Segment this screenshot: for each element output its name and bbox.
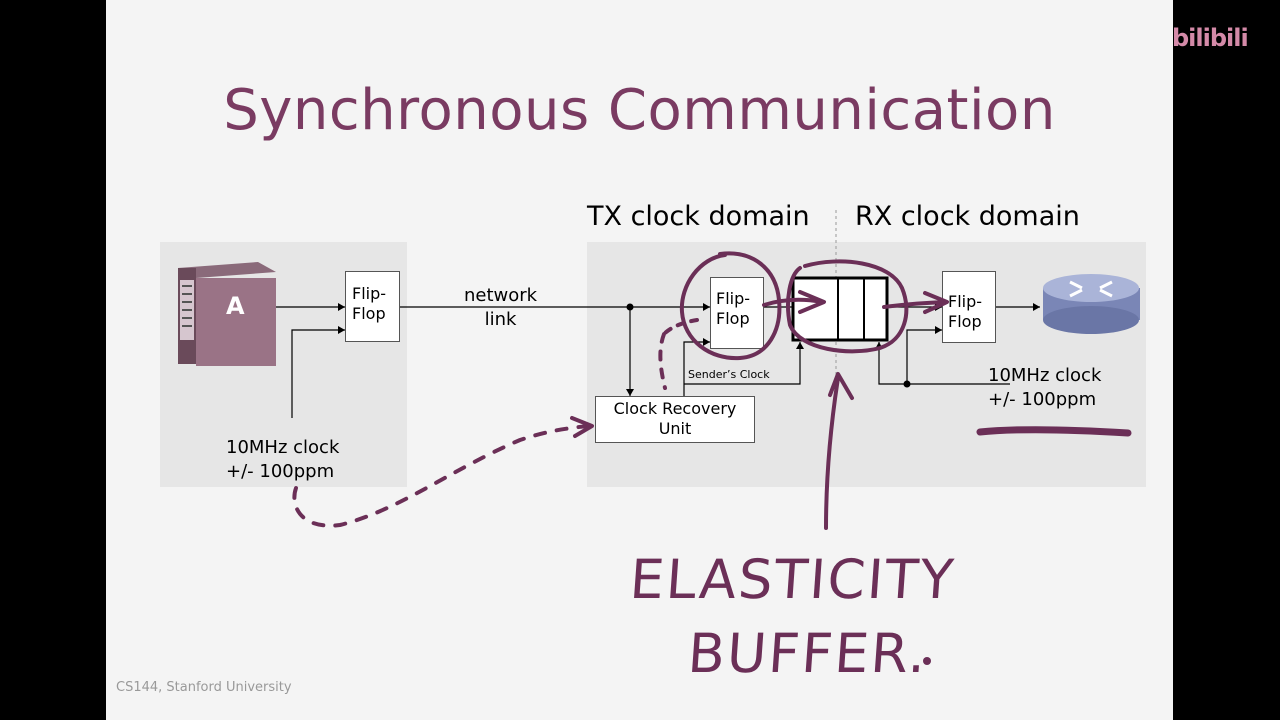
network-link-label: network link: [464, 285, 538, 330]
clock-recovery-unit: Clock Recovery Unit: [595, 396, 755, 443]
sender-flip-flop: Flip- Flop: [345, 271, 400, 342]
handwritten-elasticity: ELASTICITY: [627, 548, 958, 611]
sender-flip-flop-label: Flip- Flop: [352, 284, 387, 323]
senders-clock-label: Sender’s Clock: [688, 368, 770, 381]
bilibili-watermark: bilibili: [1172, 24, 1249, 52]
ink-dashed-clock: [658, 332, 667, 390]
ink-arrow-1: [762, 297, 824, 307]
sender-host-label: A: [226, 292, 245, 320]
receiver-clock-spec: 10MHz clock +/- 100ppm: [988, 365, 1102, 410]
ink-dashed-curve: [292, 424, 590, 528]
handwritten-buffer: BUFFER.: [685, 622, 930, 685]
buffer-circle: [786, 259, 909, 354]
tx-clock-domain-label: TX clock domain: [587, 201, 810, 232]
tx-flip-flop: Flip- Flop: [710, 277, 764, 349]
server-icon: [178, 262, 276, 366]
ink-underline: [976, 426, 1132, 437]
sender-clock-spec: 10MHz clock +/- 100ppm: [226, 437, 340, 482]
rx-flip-flop-label: Flip- Flop: [948, 292, 983, 331]
slide-title: Synchronous Communication: [223, 78, 1056, 143]
ink-arrow-up: [824, 376, 840, 530]
rx-flip-flop: Flip- Flop: [942, 271, 996, 343]
slide-footer: CS144, Stanford University: [116, 680, 292, 695]
ink-arrow-2: [882, 300, 947, 309]
tx-flipflop-circle: [679, 251, 782, 361]
clock-recovery-label: Clock Recovery Unit: [613, 399, 737, 438]
tx-flip-flop-label: Flip- Flop: [716, 289, 751, 328]
rx-clock-domain-label: RX clock domain: [855, 201, 1080, 232]
router-icon: [1043, 274, 1140, 334]
